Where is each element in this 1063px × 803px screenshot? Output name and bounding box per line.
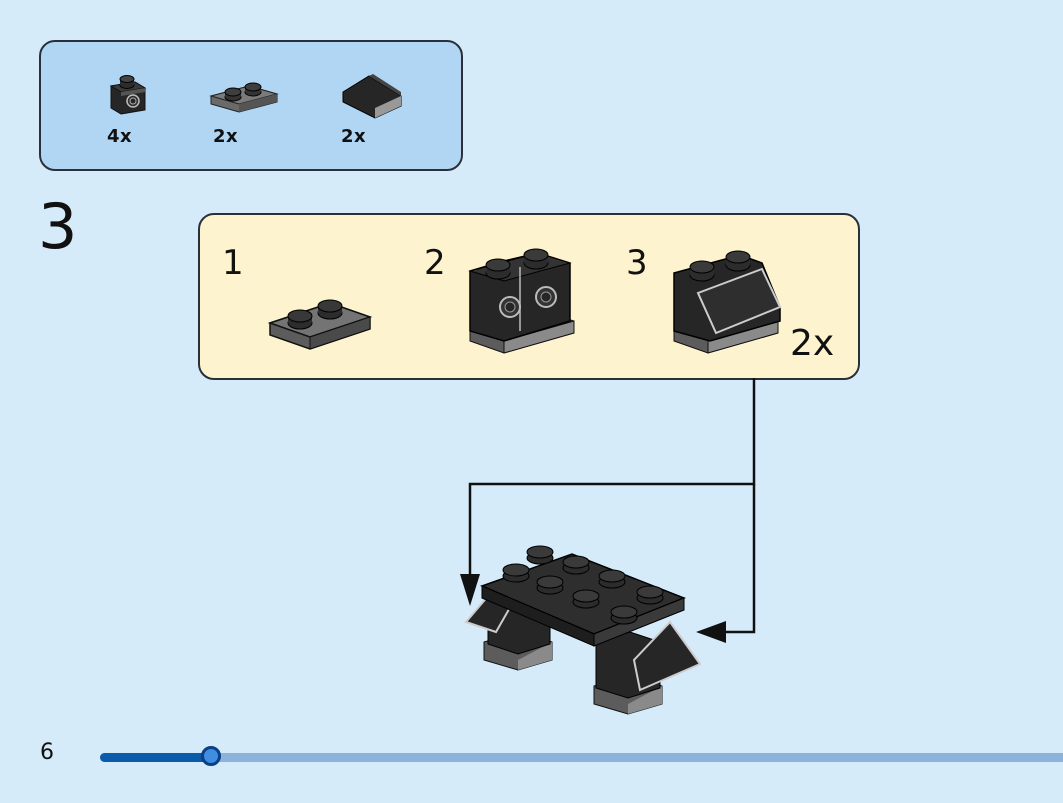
progress-knob xyxy=(201,746,221,766)
part-qty: 4x xyxy=(107,126,133,147)
progress-fill xyxy=(100,753,211,762)
slope-brick-icon xyxy=(342,74,402,119)
brick-with-side-stud-icon xyxy=(109,75,147,115)
sub-step-number: 2 xyxy=(424,243,446,283)
page-number: 6 xyxy=(40,740,54,765)
brick-with-side-stud-icon xyxy=(468,248,575,354)
sub-step-number: 3 xyxy=(626,243,648,283)
sub-assembly-box: 1 2 3 xyxy=(198,213,860,380)
progress-track xyxy=(100,753,1063,762)
slope-brick-icon xyxy=(673,250,782,354)
placement-arrows xyxy=(460,378,756,643)
assembled-model-icon xyxy=(464,545,702,715)
step-number: 3 xyxy=(38,190,78,263)
plate-1x2-icon xyxy=(209,82,279,113)
sub-step-number: 1 xyxy=(222,243,244,283)
plate-1x2-icon xyxy=(267,299,373,350)
sub-assembly-multiplier: 2x xyxy=(790,323,835,364)
part-qty: 2x xyxy=(341,126,367,147)
part-qty: 2x xyxy=(213,126,239,147)
parts-list-box: 4x 2x 2x xyxy=(39,40,463,171)
